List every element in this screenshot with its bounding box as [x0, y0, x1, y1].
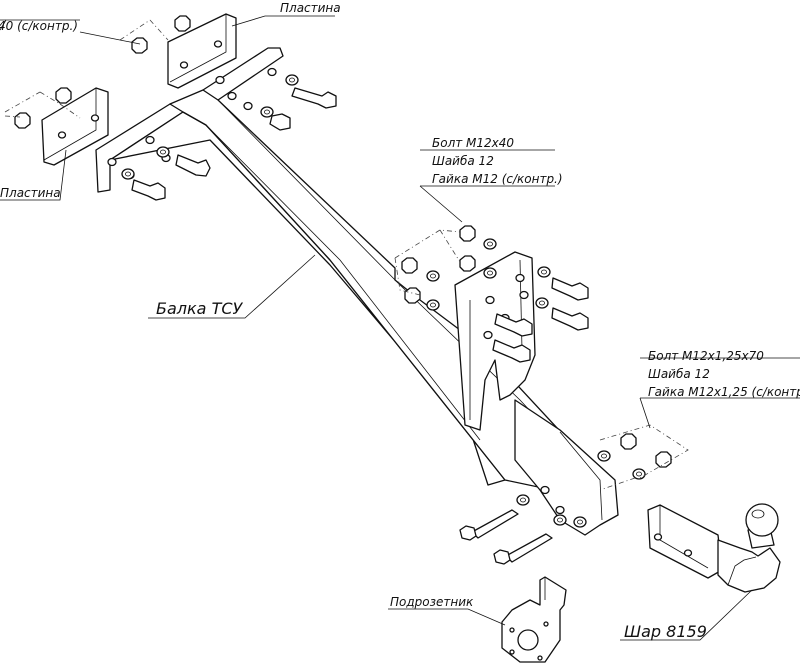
- label-nut-clipped: 40 (с/контр.): [0, 19, 78, 33]
- mounting-plate-right: [167, 13, 237, 89]
- label-nut-m12: Гайка М12 (с/контр.): [432, 172, 563, 186]
- mounting-plate-left: [41, 87, 109, 166]
- leader-lines: [0, 15, 800, 641]
- label-plate-left: Пластина: [0, 186, 61, 200]
- fasteners-front: [14, 15, 337, 201]
- tow-ball: [647, 503, 781, 593]
- label-nut-m12x125: Гайка М12х1,25 (с/контр.): [648, 385, 800, 399]
- fasteners-rear-bracket: [401, 225, 589, 363]
- labels: 40 (с/контр.) Пластина Пластина Болт М12…: [0, 1, 800, 641]
- label-ball: Шар 8159: [624, 622, 707, 641]
- fasteners-hitch: [459, 433, 672, 565]
- label-plate-top: Пластина: [280, 1, 341, 15]
- label-bolt-m12x40: Болт М12х40: [432, 136, 514, 150]
- assembly-lines: [4, 19, 689, 491]
- label-washer-12-a: Шайба 12: [432, 154, 494, 168]
- socket-bracket: [501, 576, 567, 663]
- label-beam: Балка ТСУ: [156, 299, 244, 318]
- label-bolt-m12x125x70: Болт М12х1,25х70: [648, 349, 764, 363]
- tow-beam: [95, 47, 619, 536]
- label-washer-12-b: Шайба 12: [648, 367, 710, 381]
- label-socket-bracket: Подрозетник: [390, 595, 474, 609]
